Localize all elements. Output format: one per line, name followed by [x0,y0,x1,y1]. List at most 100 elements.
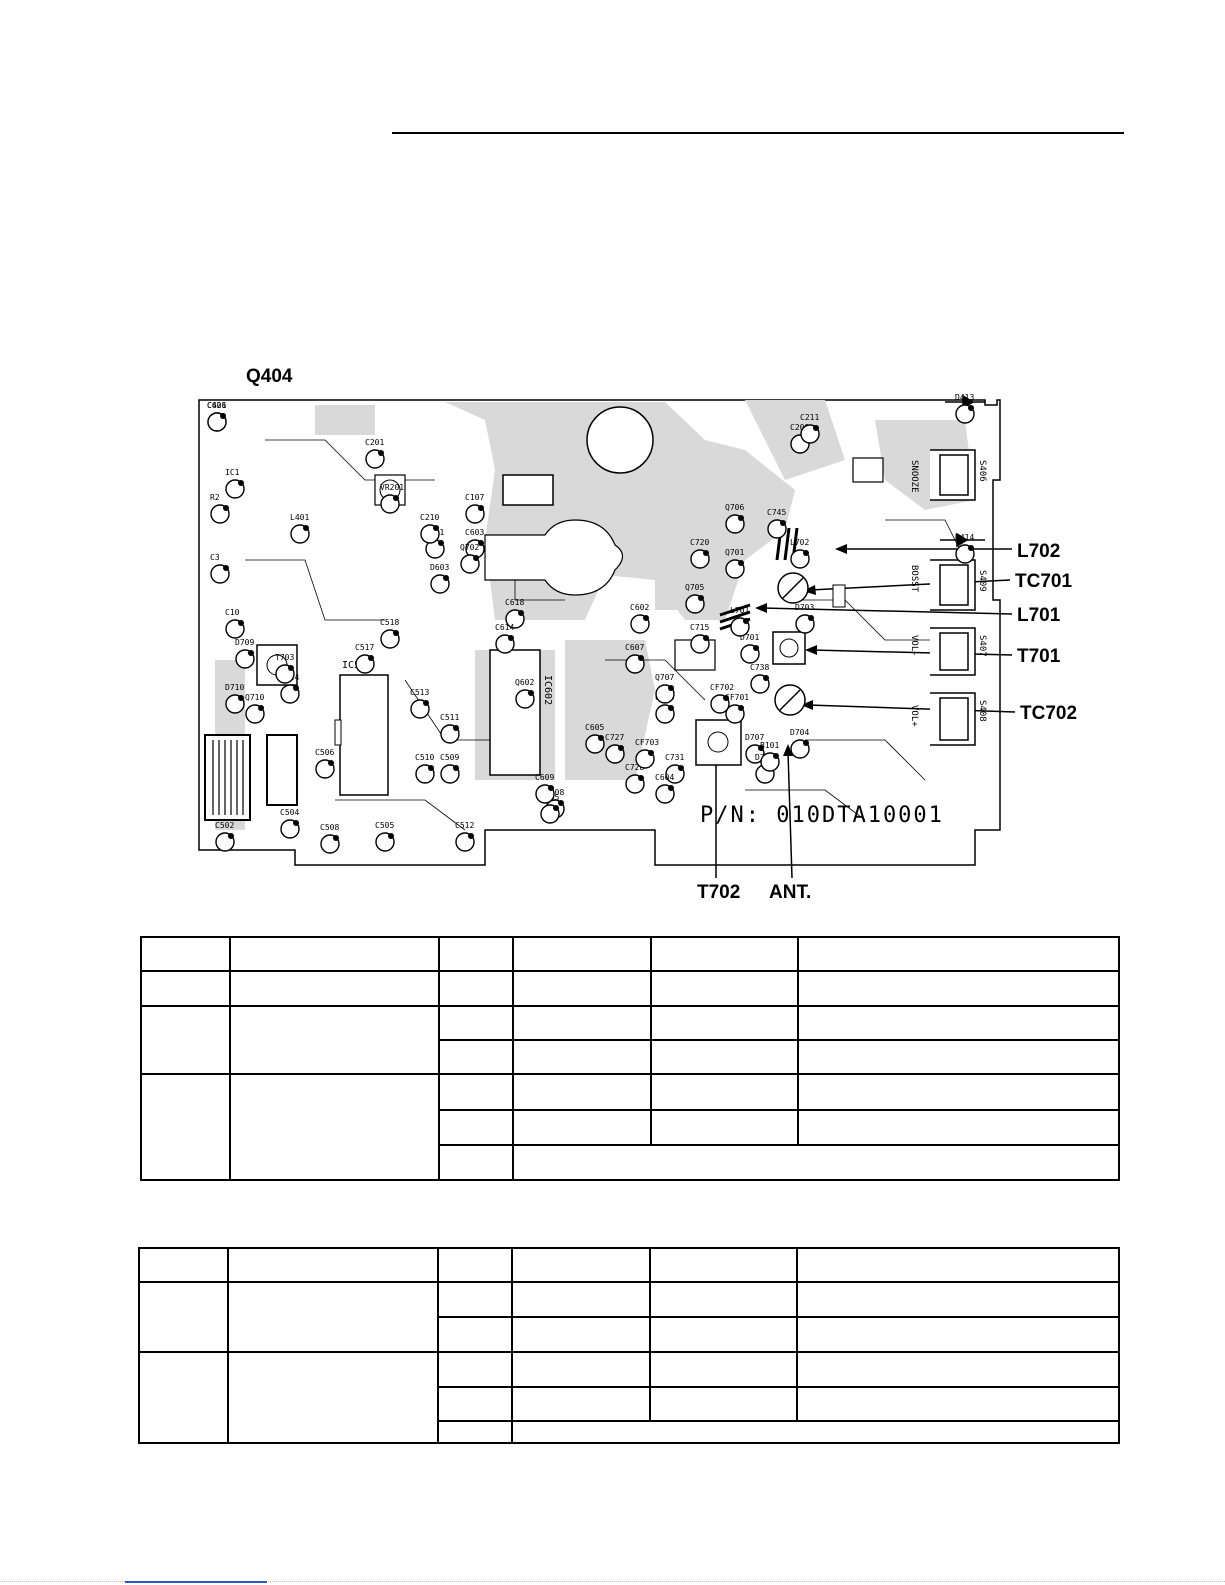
t701-core [779,638,799,658]
table-cell [226,1351,440,1444]
svg-text:R2: R2 [210,493,220,502]
svg-text:C210: C210 [420,513,439,522]
svg-text:C728: C728 [625,763,644,772]
table-cell [512,970,652,1007]
table-cell [228,1005,441,1075]
table-cell [648,1247,798,1283]
callout-layer: Q404 L702 TC701 L701 T701 TC702 T702 ANT… [246,366,1077,903]
component-q702: Q702 [460,543,480,574]
header-rule [392,132,1124,134]
component-c602: C602 [630,603,650,634]
svg-text:C3: C3 [210,553,220,562]
svg-text:IC1: IC1 [225,468,240,477]
component-c745: C745 [767,508,787,539]
svg-text:C602: C602 [630,603,649,612]
table-cell [226,1281,440,1353]
t702-core [707,731,729,753]
component-d704: D704 [790,728,810,759]
svg-text:B101: B101 [760,741,779,750]
component-c3: C3 [210,553,230,584]
svg-text:T703: T703 [275,653,294,662]
component-d709: D709 [235,638,255,669]
component-c10: C10 [225,608,245,639]
table-row [139,1420,1120,1444]
table-cell [796,1005,1121,1041]
c603-block [502,474,554,506]
switch-bosst-label: BOSST [909,565,919,593]
label-tc702: TC702 [1020,703,1077,724]
table-cell [511,1247,651,1283]
table-cell [649,1109,799,1146]
table-cell [649,1039,799,1075]
component-l702: L702 [790,538,810,569]
table-cell [796,1073,1121,1111]
svg-text:Q702: Q702 [460,543,479,552]
component-c513: C513 [410,688,430,719]
svg-text:C614: C614 [495,623,514,632]
svg-text:D413: D413 [955,393,974,402]
component-q707: Q707 [655,673,675,704]
table-cell [512,936,652,972]
component-d413: D413 [955,393,975,424]
table-cell [140,970,231,1007]
component-c605: C605 [585,723,605,754]
c504-capacitor [266,734,298,806]
table-row [140,936,1121,972]
svg-text:C508: C508 [320,823,339,832]
svg-text:D703: D703 [795,603,814,612]
component-c211: C211 [800,413,820,444]
table-cell [795,1316,1121,1353]
table-cell [226,1247,440,1283]
table-cell [228,1073,441,1181]
component-c606: C606 [207,401,227,432]
switch-vol-minus-label: VOL- [909,635,919,657]
table-cell [795,1281,1121,1318]
component-l401: L401 [290,513,310,544]
table-cell [437,1351,514,1388]
part-number: P/N: 010DTA10001 [700,803,944,828]
component-c201: C201 [365,438,385,469]
svg-text:C608: C608 [545,788,564,797]
svg-text:CF701: CF701 [725,693,749,702]
svg-text:C605: C605 [585,723,604,732]
svg-text:C201: C201 [365,438,384,447]
component-cf701: CF701 [725,693,749,724]
component-cf703: CF703 [635,738,659,769]
table-cell [438,1109,515,1146]
svg-text:C727: C727 [605,733,624,742]
component-d710: D710 [225,683,245,714]
table-cell [511,1281,651,1318]
diode-d414 [940,532,985,548]
table-cell [511,1316,651,1353]
table-cell [796,970,1121,1007]
svg-text:C510: C510 [415,753,434,762]
table-cell [437,1281,514,1318]
svg-text:L701: L701 [730,606,749,615]
table-row [139,1316,1121,1353]
svg-text:C504: C504 [280,808,299,817]
switch-group [930,449,976,746]
table-row [141,1039,1121,1075]
table-cell [649,1005,799,1041]
component-q706: Q706 [725,503,745,534]
board-outline [198,399,1001,866]
svg-text:D707: D707 [745,733,764,742]
table-cell [138,1247,229,1283]
footer-link[interactable] [125,1581,267,1583]
switch-s407-label: S407 [977,635,987,657]
parts-table-2 [138,1247,1121,1444]
component-c510: C510 [415,753,435,784]
component-c505: C505 [375,821,395,852]
svg-text:C502: C502 [215,821,234,830]
ic501-notch [334,719,342,746]
component-c509: C509 [440,753,460,784]
mount-hole [586,406,654,474]
component-c609: C609 [535,773,555,804]
svg-text:C511: C511 [440,713,459,722]
svg-text:C211: C211 [800,413,819,422]
svg-text:CF702: CF702 [710,683,734,692]
table-cell [140,1073,231,1181]
component-q602: Q602 [515,678,535,709]
label-q404: Q404 [246,366,293,387]
svg-text:C720: C720 [690,538,709,547]
